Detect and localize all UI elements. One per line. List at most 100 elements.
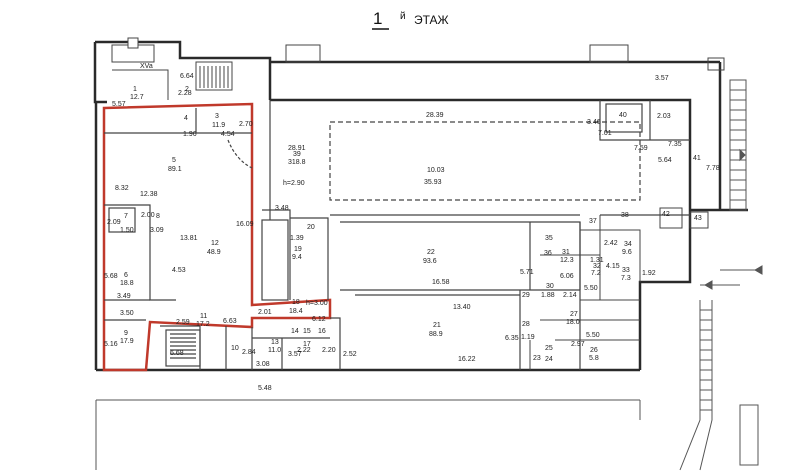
label-r4: 4 <box>184 115 188 122</box>
outer-walls <box>93 40 748 372</box>
label-d-7-35: 7.35 <box>668 141 682 148</box>
label-d-5-71: 5.71 <box>520 269 534 276</box>
label-r6-area: 18.8 <box>120 280 134 287</box>
label-d-1-96: 1.96 <box>183 131 197 138</box>
label-d-3-50: 3.50 <box>120 310 134 317</box>
label-r31-area: 12.3 <box>560 257 574 264</box>
label-r24: 24 <box>545 356 553 363</box>
label-r33: 33 <box>622 267 630 274</box>
label-r26-area: 5.8 <box>589 355 599 362</box>
label-d-2-22: 2.22 <box>297 347 311 354</box>
label-d-2-09: 2.09 <box>107 219 121 226</box>
label-d-1-19: 1.19 <box>521 334 535 341</box>
label-r20: 20 <box>307 224 315 231</box>
exterior-stairs-right <box>679 79 763 471</box>
interior-walls-left <box>104 108 341 370</box>
label-r13: 13 <box>271 339 279 346</box>
label-d-6-68: 6.68 <box>170 350 184 357</box>
label-d-13-40: 13.40 <box>453 304 471 311</box>
label-xva: XVa <box>140 63 153 70</box>
label-d-7-59: 7.59 <box>634 145 648 152</box>
label-r25: 25 <box>545 345 553 352</box>
highlighted-premises-outline <box>102 102 332 372</box>
label-d-2-28: 2.28 <box>178 90 192 97</box>
label-d-2-20: 2.20 <box>322 347 336 354</box>
label-r43: 43 <box>694 215 702 222</box>
label-d-2-52: 2.52 <box>343 351 357 358</box>
label-r3: 3 <box>215 113 219 120</box>
label-r40: 40 <box>619 112 627 119</box>
label-r9: 9 <box>124 330 128 337</box>
label-d-3-48: 3.48 <box>275 205 289 212</box>
label-d-6-06: 6.06 <box>560 273 574 280</box>
label-d-16-09: 16.09 <box>236 221 254 228</box>
label-d-5-68: 5.68 <box>104 273 118 280</box>
label-r22: 22 <box>427 249 435 256</box>
label-d-16-58: 16.58 <box>432 279 450 286</box>
label-d-1-31: 1.31 <box>590 257 604 264</box>
label-r14: 14 <box>291 328 299 335</box>
floor-number: 1 <box>373 9 382 28</box>
label-d-2-03: 2.03 <box>657 113 671 120</box>
label-r5-area: 89.1 <box>168 166 182 173</box>
label-r18: 18 <box>292 299 300 306</box>
label-d-5-48: 5.48 <box>258 385 272 392</box>
label-r8: 8 <box>156 213 160 220</box>
label-d-7-01: 7.01 <box>598 130 612 137</box>
label-r11: 11 <box>200 313 207 320</box>
label-d-2-84: 2.84 <box>242 349 256 356</box>
label-r12: 12 <box>211 240 219 247</box>
label-r29: 29 <box>522 292 530 299</box>
label-r18-area: 18.4 <box>289 308 303 315</box>
label-d-5-57: 5.57 <box>112 101 126 108</box>
label-d-2-97: 2.97 <box>571 341 585 348</box>
plan-labels: XVa 6.64 2.28 1 12.7 2 5.57 4 3 11.9 2.7… <box>104 63 720 392</box>
label-r13-area: 11.0 <box>268 347 281 354</box>
label-d-5-50b: 5.50 <box>586 332 600 339</box>
label-r12-area: 48.9 <box>207 249 221 256</box>
label-d-2-59: 2.59 <box>176 319 190 326</box>
label-d-2-70: 2.70 <box>239 121 253 128</box>
label-d-16-22: 16.22 <box>458 356 476 363</box>
label-d-6-12: 6.12 <box>312 316 326 323</box>
label-r19: 19 <box>294 246 302 253</box>
label-d-2-00: 2.00 <box>141 212 155 219</box>
label-r23: 23 <box>533 355 541 362</box>
label-d-3-09: 3.09 <box>150 227 164 234</box>
label-d-3-08: 3.08 <box>256 361 270 368</box>
label-r28: 28 <box>522 321 530 328</box>
label-r36: 36 <box>544 250 552 257</box>
label-r19-area: 9.4 <box>292 254 302 261</box>
label-r30-area: 1.88 <box>541 292 555 299</box>
label-d-1-92: 1.92 <box>642 270 656 277</box>
label-r15: 15 <box>303 328 311 335</box>
label-d-28-39: 28.39 <box>426 112 444 119</box>
label-d-2-01: 2.01 <box>258 309 272 316</box>
label-d-5-64: 5.64 <box>658 157 672 164</box>
label-d-3-49: 3.49 <box>117 293 131 300</box>
label-r5: 5 <box>172 157 176 164</box>
bottom-exterior <box>95 399 641 470</box>
stairs-top-left <box>111 37 725 100</box>
label-r1: 1 <box>133 86 137 93</box>
label-d-1-50: 1.50 <box>120 227 134 234</box>
plan-title: 1 й ЭТАЖ <box>372 9 449 30</box>
label-r32-area: 7.2 <box>591 270 601 277</box>
label-d-7-78: 7.78 <box>706 165 720 172</box>
label-d-3-46: 3.46 <box>587 119 601 126</box>
label-r16: 16 <box>318 328 326 335</box>
label-d-12-38: 12.38 <box>140 191 158 198</box>
label-r39: 39 <box>293 151 301 158</box>
label-r32: 32 <box>593 263 601 270</box>
label-d-6-35: 6.35 <box>505 335 519 342</box>
floor-suffix: й <box>400 11 406 22</box>
label-r37: 37 <box>589 218 597 225</box>
label-d-4-54: 4.54 <box>221 131 235 138</box>
label-r38: 38 <box>621 212 629 219</box>
label-r27: 27 <box>570 311 578 318</box>
label-r34-area: 9.6 <box>622 249 632 256</box>
label-d-2-14: 2.14 <box>563 292 577 299</box>
label-d-5-16: 5.16 <box>104 341 118 348</box>
label-h-2-90: h=2.90 <box>283 180 305 187</box>
